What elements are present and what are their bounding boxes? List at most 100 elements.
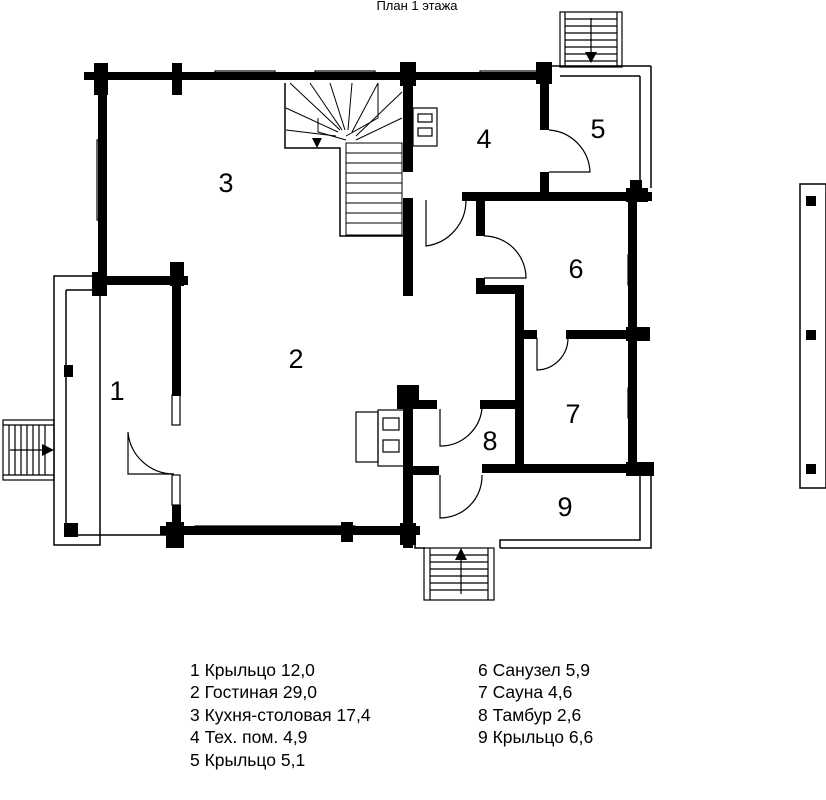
- legend-item: 4 Тех. пом. 4,9: [190, 727, 308, 748]
- legend-item: 1 Крыльцо 12,0: [190, 660, 315, 680]
- wall-bathroom-left: [515, 285, 524, 337]
- wall-vestibule-top-left: [413, 400, 437, 409]
- door-porch-1: [127, 431, 175, 475]
- wall-porch-5-lower: [540, 172, 549, 200]
- wall-vestibule-bottom-right: [482, 464, 652, 473]
- winder-tread: [309, 82, 343, 131]
- stove: [355, 409, 405, 467]
- winder-tread: [351, 82, 379, 133]
- winder-tread: [355, 117, 403, 141]
- room-label-1: 1: [109, 376, 124, 406]
- wall-bottom-living: [160, 526, 420, 535]
- column: [806, 464, 816, 474]
- column: [341, 522, 353, 542]
- porch-9-outer: [500, 470, 652, 549]
- stove-door: [382, 417, 400, 431]
- column: [94, 63, 108, 95]
- winder-tread: [285, 107, 339, 133]
- legend-item: 8 Тамбур 2,6: [478, 704, 582, 725]
- legend-left-column: 1 Крыльцо 12,0 2 Гостиная 29,0 3 Кухня-с…: [190, 659, 371, 771]
- porch-1-entry-arrow: [42, 444, 54, 456]
- stair-treads: [346, 152, 402, 224]
- column: [64, 523, 78, 537]
- winder-tread: [355, 91, 403, 137]
- wall-porch-5-upper: [540, 62, 549, 130]
- winder-tread: [289, 82, 341, 131]
- legend-item: 9 Крыльцо 6,6: [478, 727, 594, 748]
- wall-kitchen-porch: [100, 276, 188, 285]
- column: [170, 262, 184, 286]
- legend-item: 3 Кухня-столовая 17,4: [190, 704, 371, 725]
- wall-bathroom-bottom: [476, 285, 524, 294]
- wall-vestibule-top-right: [480, 400, 522, 409]
- column: [92, 272, 106, 296]
- column: [806, 330, 816, 340]
- outline-walls: [53, 65, 826, 549]
- plan-title: План 1 этажа: [376, 0, 458, 13]
- wall-top: [94, 72, 550, 80]
- door-vestibule-top: [439, 408, 483, 447]
- room-label-9: 9: [557, 492, 572, 522]
- stove-hearth: [355, 411, 379, 463]
- column: [806, 196, 816, 206]
- stove-door: [382, 439, 400, 453]
- legend-item: 6 Санузел 5,9: [478, 660, 590, 680]
- column: [64, 365, 73, 377]
- winder-tread: [329, 82, 346, 131]
- wall-tech-bathroom: [462, 192, 652, 201]
- winder-treads: [285, 82, 403, 141]
- interior-staircase: [285, 82, 403, 236]
- porch-5-entry-arrow: [585, 52, 597, 63]
- legend-item: 7 Сауна 4,6: [478, 682, 573, 703]
- legend-right-column: 6 Санузел 5,9 7 Сауна 4,6 8 Тамбур 2,6 9…: [478, 659, 593, 749]
- stair-frame: [423, 547, 495, 601]
- stair-inner-rail-2: [345, 83, 379, 137]
- legend-item: 2 Гостиная 29,0: [190, 682, 317, 703]
- column: [172, 63, 182, 95]
- column: [400, 523, 416, 545]
- column: [166, 522, 184, 548]
- wall-sauna-left: [515, 330, 524, 470]
- legend-item: 5 Крыльцо 5,1: [190, 749, 306, 770]
- door-sauna: [536, 337, 569, 371]
- porch-1-outer-frame: [53, 275, 101, 546]
- column: [536, 62, 552, 84]
- room-label-3: 3: [218, 168, 233, 198]
- room-label-8: 8: [482, 426, 497, 456]
- boiler: [412, 107, 438, 147]
- doors: [127, 129, 591, 519]
- stair-well-outline: [284, 83, 408, 237]
- porch-9-entry-arrow: [455, 548, 467, 560]
- column: [400, 62, 416, 86]
- wall-kitchen-tech-upper: [403, 62, 413, 172]
- wall-left-kitchen: [98, 64, 107, 296]
- wall-bathroom-door-upper: [476, 192, 485, 236]
- boiler-panel: [417, 127, 433, 137]
- window-porch-1b: [171, 474, 181, 506]
- wall-sauna-top-right: [566, 330, 650, 339]
- room-label-4: 4: [476, 124, 491, 154]
- stair-inner-rail: [317, 118, 347, 141]
- side-elevation-bar: [799, 183, 826, 489]
- stair-direction-arrow: [312, 138, 322, 148]
- room-label-6: 6: [568, 254, 583, 284]
- column: [626, 462, 654, 476]
- porch-stairs-bottom: [423, 547, 495, 601]
- stove-body: [377, 409, 405, 467]
- stair-frame: [559, 11, 623, 68]
- porch-9-inner: [499, 470, 641, 548]
- porch-1-inner-frame: [65, 290, 175, 536]
- wall-porch-1-upper: [172, 264, 181, 396]
- winder-tread: [347, 82, 353, 131]
- door-vestibule-bottom: [439, 474, 483, 519]
- boiler-panel: [417, 113, 433, 123]
- column: [397, 385, 419, 409]
- column: [626, 188, 648, 202]
- door-bathroom: [483, 235, 527, 279]
- door-kitchen-tech: [425, 199, 467, 247]
- room-label-2: 2: [288, 344, 303, 374]
- staircase-flight: [345, 142, 403, 236]
- tech-equipment: [412, 107, 438, 147]
- room-label-5: 5: [590, 114, 605, 144]
